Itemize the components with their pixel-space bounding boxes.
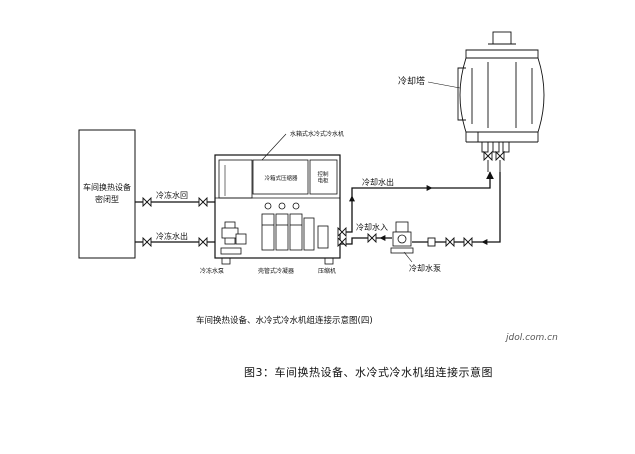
cooling-tower-leader xyxy=(427,81,461,89)
control-panel-label: 控制电柜 xyxy=(317,170,329,185)
chiller-unit xyxy=(214,154,341,265)
sub-caption: 车间换热设备、水冷式冷水机组连接示意图(四) xyxy=(196,316,373,326)
cooling-water-pump-label: 冷却水泵 xyxy=(409,263,441,273)
chiller-unit-leader xyxy=(261,133,287,161)
closed-type-label: 密闭型 xyxy=(95,194,119,204)
chilled-water-pump-label: 冷冻水泵 xyxy=(200,267,224,275)
chilled-water-valves xyxy=(142,196,208,248)
cooling-water-pump-leader xyxy=(403,251,413,263)
chiller-unit-label: 水箱式水冷式冷水机 xyxy=(290,130,344,138)
flow-arrows xyxy=(349,185,492,245)
chilled-water-return-label: 冷冻水回 xyxy=(156,190,188,200)
condenser-group xyxy=(261,202,329,251)
cooling-tower xyxy=(457,31,545,172)
cooling-water-pump-graphic xyxy=(390,221,414,254)
chilled-water-pump-graphic xyxy=(220,221,247,255)
shell-tube-condenser-label: 壳管式冷凝器 xyxy=(258,267,294,275)
cooling-water-valves xyxy=(337,226,473,248)
main-caption: 图3：车间换热设备、水冷式冷水机组连接示意图 xyxy=(244,366,493,379)
compressor-label: 压缩机 xyxy=(318,267,336,275)
workshop-equipment-box: 车间换热设备 密闭型 xyxy=(78,129,136,259)
cooling-tower-label: 冷却塔 xyxy=(398,75,425,87)
cooling-water-out-label: 冷却水出 xyxy=(362,177,394,187)
watermark: jdol.com.cn xyxy=(506,333,558,343)
workshop-equipment-label: 车间换热设备 xyxy=(83,182,131,192)
tank-panel-label: 冷箱式压缩器 xyxy=(264,174,298,182)
chilled-water-out-label: 冷冻水出 xyxy=(156,231,188,241)
cooling-water-in-label: 冷却水入 xyxy=(356,222,388,232)
